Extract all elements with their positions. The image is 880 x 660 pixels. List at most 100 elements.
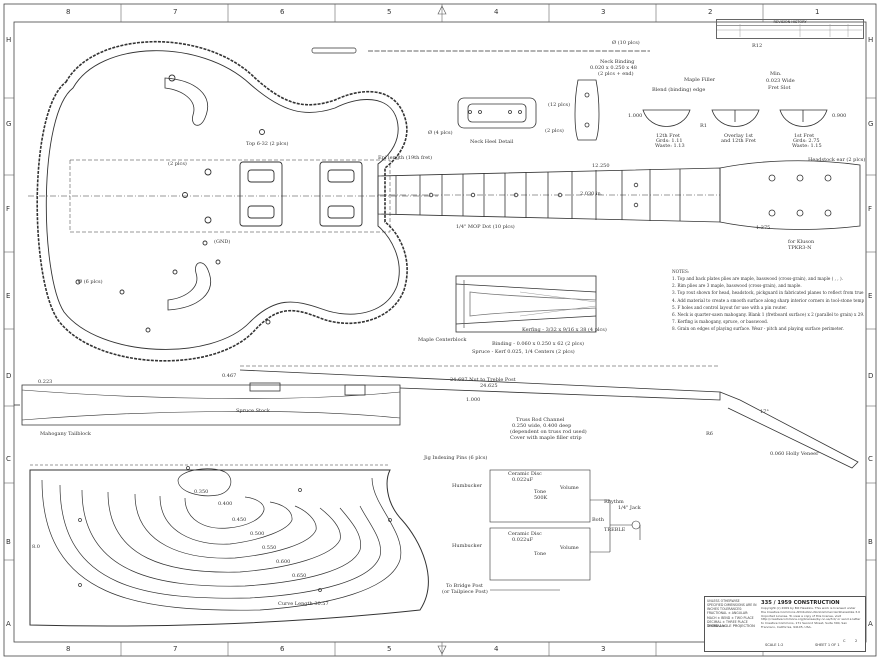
notes-block: NOTES: 1. Top and back plates plies are … [672, 268, 864, 332]
zone-row-e-left: E [6, 292, 11, 300]
contour-label-2: 0.450 [232, 517, 247, 523]
guitar-body-top-view [28, 40, 438, 362]
label-kluson-2: TPKR3-N [788, 245, 812, 251]
zone-row-a-left: A [6, 620, 11, 628]
label-neck-binding: Neck Binding [600, 59, 635, 65]
label-dia-12: (12 plcs) [548, 102, 571, 108]
label-dim-80: 8.0 [32, 544, 40, 550]
note-item: 5. F holes and control layout for use wi… [672, 304, 787, 310]
zone-row-a-right: A [868, 620, 873, 628]
zone-col-1-top: 1 [815, 8, 820, 16]
contour-label-5: 0.600 [276, 559, 291, 565]
label-dim-1000: 1.000 [628, 113, 643, 119]
zone-col-3-bottom: 3 [601, 645, 606, 653]
label-neck-binding-qty: (2 plcs + end) [598, 71, 634, 77]
label-maple-centerblock: Maple Centerblock [418, 337, 467, 343]
label-dim-2030: 2.030 in. [580, 191, 603, 197]
label-ceramic-2: Ceramic Disc [508, 531, 542, 537]
label-top-632: Top 6-32 (2 plcs) [246, 141, 289, 147]
note-item: 8. Grain on edges of playing surface. We… [672, 326, 844, 332]
sheet-size: C [843, 639, 846, 643]
label-jig-pins: Jig Indexing Pins (6 plcs) [424, 455, 488, 461]
top-carve-contours [29, 464, 429, 627]
zone-row-h-left: H [6, 36, 12, 44]
label-treble: TREBLE [604, 527, 626, 533]
label-spruce-kerf: Spruce - Kerf 0.025, 1/4 Centers (2 plcs… [472, 349, 575, 355]
zone-col-8-bottom: 8 [66, 645, 71, 653]
label-overlay-2: and 12th Fret [721, 138, 756, 144]
inner-frame [13, 21, 867, 643]
label-dim-24625: 24.625 [480, 383, 498, 389]
scale-label: SCALE 1:2 [765, 643, 784, 647]
revision-table-lines [716, 24, 862, 37]
neck-top-view [377, 160, 861, 230]
outer-frame [3, 3, 877, 657]
label-fret-slot: 0.023 Wide [766, 78, 795, 84]
label-dia-6plcs: Ø (6 plcs) [78, 279, 103, 285]
label-neck-binding-dim: 0.020 x 0.250 x 48 [590, 65, 637, 71]
sheet-number: SHEET 1 OF 1 [815, 643, 840, 647]
label-dim-1000b: 1.000 [466, 397, 481, 403]
label-truss-4: Cover with maple filler strip [510, 435, 582, 441]
label-mop-dot: 1/4" MOP Dot (10 plcs) [456, 224, 515, 230]
notes-title: NOTES: [672, 269, 690, 274]
neck-binding-strip [311, 47, 357, 54]
label-cap-2: 0.022uF [512, 537, 534, 543]
label-mahogany-tailblock: Mahogany Tailblock [40, 431, 91, 437]
zone-row-h-right: H [868, 36, 874, 44]
note-item: 4. Add material to create a smooth surfa… [672, 297, 864, 303]
label-dim-1375: 1.375 [756, 225, 771, 231]
zone-col-5-bottom: 5 [387, 645, 392, 653]
revision-title: REVISION HISTORY [717, 20, 863, 26]
projection-label: THIRD ANGLE PROJECTION [707, 624, 755, 628]
label-dia-10: Ø (10 plcs) [612, 40, 640, 46]
label-dim-0467: 0.467 [222, 373, 237, 379]
center-mark-bottom [437, 645, 447, 655]
label-bridge-post: To Bridge Post [446, 583, 483, 589]
label-dia-2plcs-b: (2 plcs) [168, 161, 187, 167]
label-binding-side: Binding - 0.060 x 0.250 x 62 (2 plcs) [492, 341, 584, 347]
label-dia-gnd: (GND) [214, 239, 231, 245]
revision-history: REVISION HISTORY [716, 19, 864, 39]
zone-col-4-top: 4 [494, 8, 499, 16]
label-r6: R6 [706, 431, 713, 437]
label-curve-length: Curve Length 30.57 [278, 601, 329, 607]
zone-col-7-top: 7 [173, 8, 178, 16]
contour-label-3: 0.500 [250, 531, 265, 537]
zone-row-g-right: G [868, 120, 874, 128]
contour-label-0: 0.350 [194, 489, 209, 495]
label-dim-12250: 12.250 [592, 163, 610, 169]
label-tone-2: Tone [534, 551, 547, 557]
label-maple-filler: Maple Filler [684, 77, 716, 83]
body-cross-section [455, 275, 597, 333]
label-min: Min. [770, 71, 782, 77]
label-12th-grds: Grds: 1.11 [656, 138, 683, 144]
label-12th-waste: Waste: 1.13 [655, 143, 685, 149]
zone-row-d-left: D [6, 372, 12, 380]
label-both: Both [592, 517, 604, 523]
label-volume-2: Volume [560, 545, 579, 551]
contour-label-1: 0.400 [218, 501, 233, 507]
label-fret-slot-2: Fret Slot [768, 85, 791, 91]
zone-col-4-bottom: 4 [494, 645, 499, 653]
zone-col-6-bottom: 6 [280, 645, 285, 653]
label-dia-2plcs: (2 plcs) [545, 128, 564, 134]
label-truss-3: (dependent on truss rod used) [510, 429, 587, 435]
license-text: Copyright (c) 2009 by Bill Hawkins. This… [761, 606, 861, 629]
label-1st-fret: 1st Fret [794, 133, 815, 139]
label-spruce-stock: Spruce Stock [236, 408, 270, 414]
zone-col-6-top: 6 [280, 8, 285, 16]
label-truss: Truss Rod Channel [516, 417, 565, 423]
label-volume-1: Volume [560, 485, 579, 491]
label-tone-1: Tone [534, 489, 547, 495]
label-pot-1: 500K [534, 495, 548, 501]
zone-row-f-left: F [6, 205, 11, 213]
label-17deg: 17° [760, 409, 769, 415]
zone-row-f-right: F [868, 205, 873, 213]
label-truss-2: 0.250 wide, 0.400 deep [512, 423, 572, 429]
label-r12: R12 [752, 43, 763, 49]
zone-col-3-top: 3 [601, 8, 606, 16]
label-epi-length: Epi length (19th fret) [378, 155, 433, 161]
fret-profile-details [642, 109, 828, 127]
